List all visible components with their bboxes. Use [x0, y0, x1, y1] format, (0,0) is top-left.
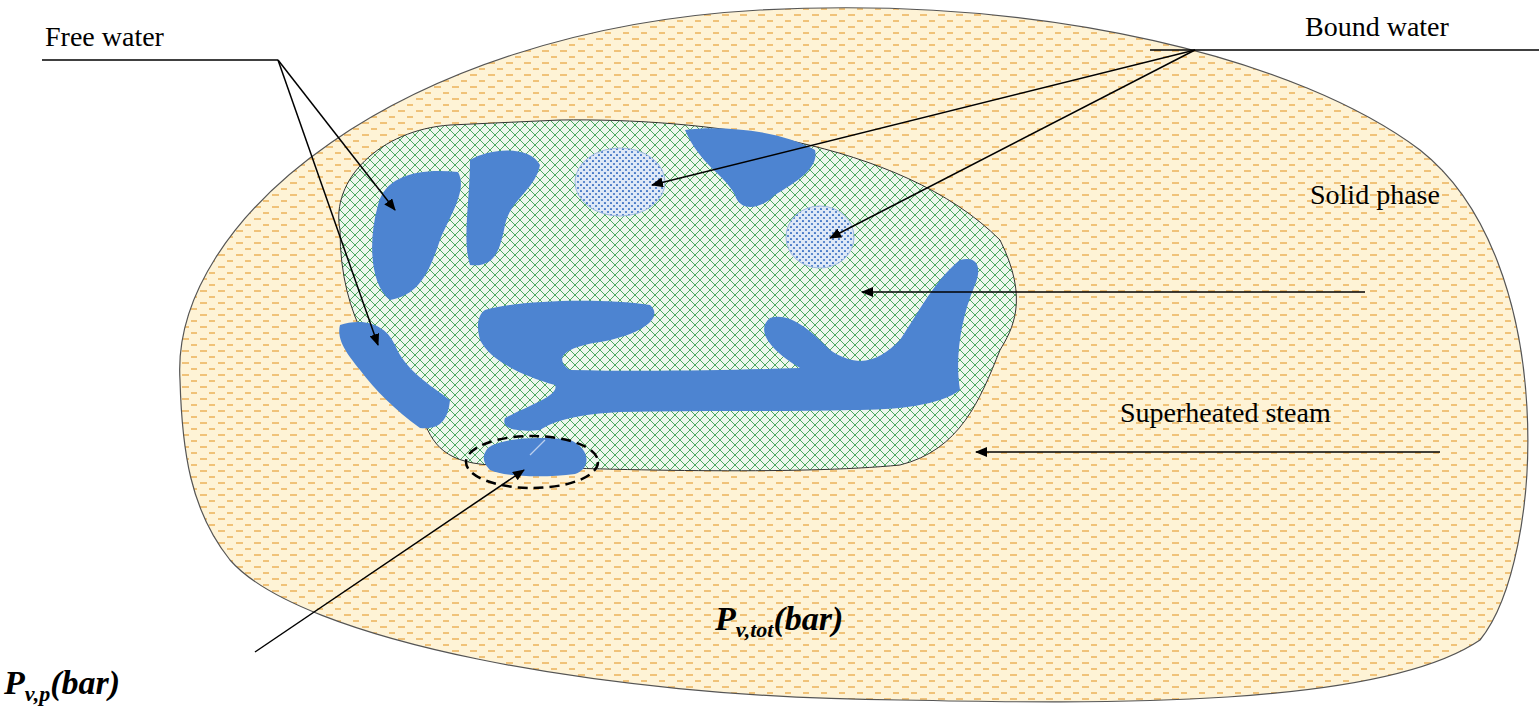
part-label: Bound water [1305, 12, 1449, 43]
crack-line [530, 440, 545, 455]
part-label: Superheated steam [1120, 398, 1331, 429]
bound-water [575, 148, 665, 216]
free-water [339, 128, 978, 476]
steam-region [180, 8, 1528, 702]
leader-lines [42, 50, 1539, 652]
solid-phase [339, 120, 1017, 471]
pressure-label: Pv,p(bar) [4, 664, 120, 706]
part-label: Solid phase [1310, 180, 1440, 211]
bound-water [786, 206, 854, 268]
part-label: Free water [45, 22, 164, 53]
pore-highlight [466, 436, 598, 488]
pressure-label: Pv,tot(bar) [715, 600, 843, 642]
